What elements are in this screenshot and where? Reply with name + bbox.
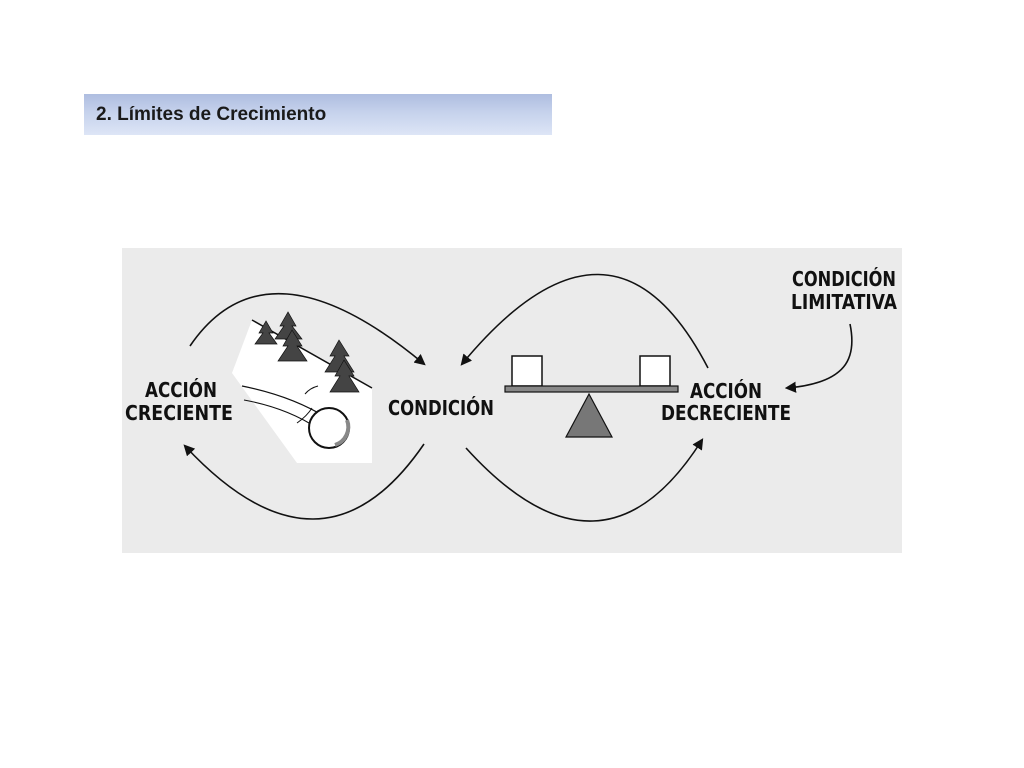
loop-arrow-bottom-left (183, 443, 425, 520)
balancing-loop (460, 273, 853, 522)
balance-seesaw-icon (504, 355, 679, 438)
condition-label: CONDICIÓN (388, 396, 494, 420)
snowball-rolling-downhill-icon (232, 311, 373, 463)
slowing-action-label-line2: DECRECIENTE (661, 401, 791, 425)
loop-arrow-top-left (189, 292, 426, 366)
slide-title: 2. Límites de Crecimiento (96, 103, 327, 125)
loop-arrow-top-right (460, 273, 709, 369)
reinforcing-loop (183, 292, 426, 520)
slowing-action-label-line1: ACCIÓN (690, 379, 762, 403)
limits-to-growth-diagram: ACCIÓN CRECIENTE CONDICIÓN ACCIÓN DECREC… (122, 248, 902, 553)
limiting-condition-label-line2: LIMITATIVA (791, 290, 897, 314)
limiting-condition-label-line1: CONDICIÓN (792, 267, 896, 291)
growth-action-label-line2: CRECIENTE (125, 401, 233, 425)
loop-arrow-bottom-right (465, 438, 704, 522)
limiting-condition-arrow (784, 323, 853, 393)
diagram-canvas: ACCIÓN CRECIENTE CONDICIÓN ACCIÓN DECREC… (122, 248, 902, 553)
slide-title-bar: 2. Límites de Crecimiento (84, 94, 552, 135)
growth-action-label-line1: ACCIÓN (145, 378, 217, 402)
